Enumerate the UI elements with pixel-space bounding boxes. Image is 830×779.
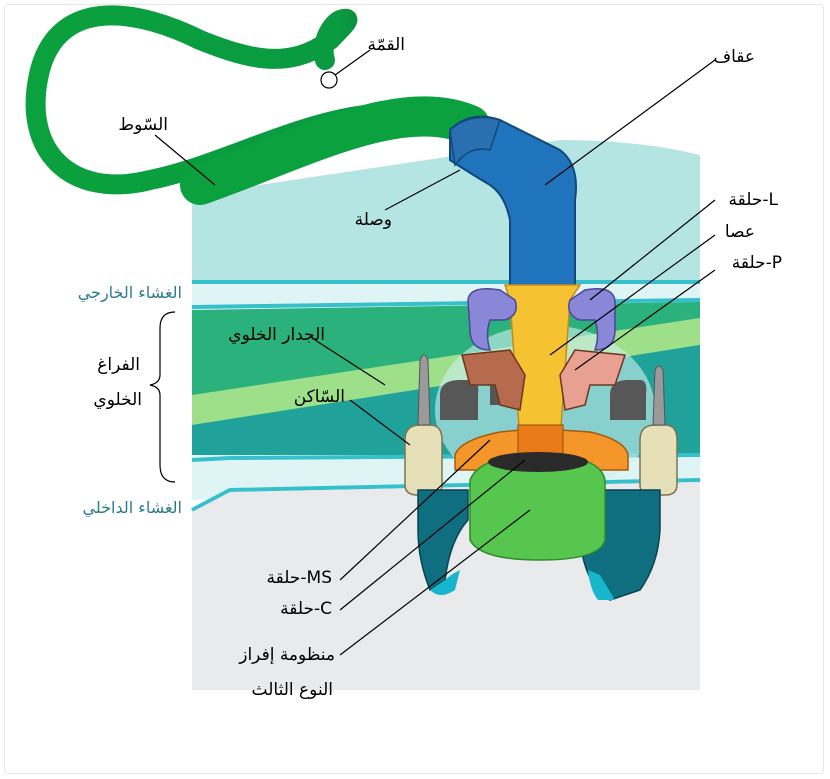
leader-cell-wall <box>314 339 386 386</box>
leader-rod <box>549 234 716 356</box>
leader-t3ss <box>339 509 531 656</box>
filament <box>25 5 490 205</box>
leader-filament <box>154 134 216 186</box>
leader-hook <box>544 59 716 186</box>
hook <box>449 115 577 291</box>
label-tip: القمّة <box>368 35 405 55</box>
c-ring-tips <box>430 570 615 600</box>
stator-gray-right <box>610 380 647 420</box>
leader-l-ring <box>589 199 716 301</box>
filament-thick-base <box>180 96 490 205</box>
label-t3ss-line2: النوع الثالث <box>252 680 333 700</box>
label-inner-membrane: الغشاء الداخلي <box>83 498 182 518</box>
leader-ms-ring <box>339 439 491 581</box>
export-apparatus-top <box>488 452 588 472</box>
label-rod: عصا <box>725 222 755 242</box>
leader-p-ring <box>574 269 716 371</box>
stator-right <box>639 424 678 496</box>
label-periplasm-line1: الفراغ <box>97 355 140 375</box>
label-periplasm-line2: الخلوي <box>93 390 142 410</box>
stator-right-stud <box>652 365 666 426</box>
label-joint: وصلة <box>355 210 392 230</box>
p-ring-right <box>559 349 627 411</box>
basal-body <box>404 284 678 601</box>
page-border <box>4 4 824 774</box>
leader-stator <box>349 399 411 446</box>
label-c-ring: حلقة-C <box>280 599 332 619</box>
label-hook: عقاف <box>713 47 755 67</box>
stator-gray-left <box>440 380 479 420</box>
stator-left <box>404 424 443 496</box>
stator-left-stud <box>417 354 431 426</box>
tip-circle <box>320 71 338 89</box>
periplasm-brace <box>149 311 176 483</box>
leader-c-ring <box>339 459 526 611</box>
l-ring-left <box>467 288 517 351</box>
leader-lines <box>149 49 716 656</box>
leader-tip <box>334 49 371 76</box>
label-outer-membrane: الغشاء الخارجي <box>78 283 182 303</box>
joint-band <box>449 116 501 167</box>
label-ms-ring: حلقة-MS <box>267 568 332 588</box>
label-stator: السّاكن <box>294 387 345 407</box>
label-filament: السّوط <box>118 115 168 135</box>
p-ring-left <box>461 349 526 411</box>
label-p-ring: حلقة-P <box>732 253 782 273</box>
label-l-ring: حلقة-L <box>729 190 779 210</box>
label-cell-wall: الجدار الخلوي <box>228 325 325 345</box>
label-t3ss-line1: منظومة إفراز <box>238 645 335 665</box>
leader-joint <box>384 169 461 211</box>
labels: القمّة السّوط عقاف وصلة حلقة-L عصا حلقة-… <box>78 35 782 700</box>
